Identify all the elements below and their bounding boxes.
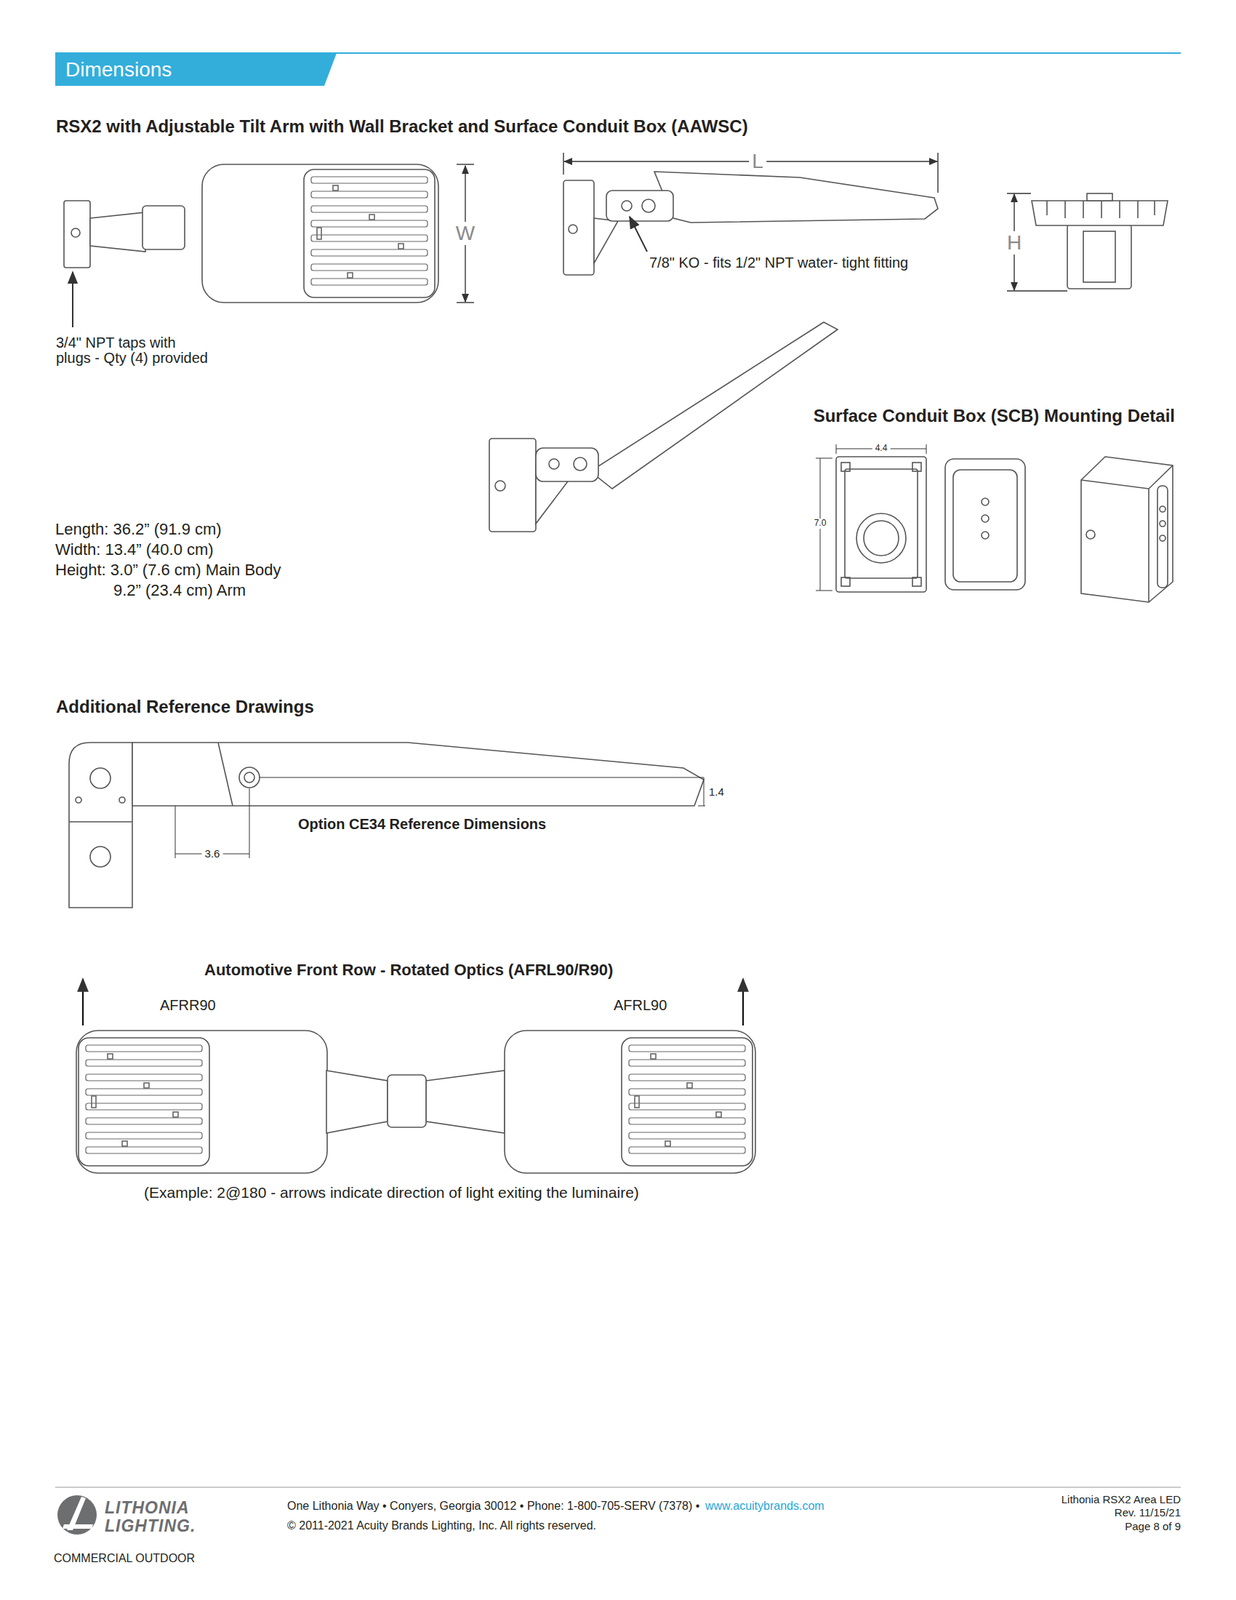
optic-label: AFRR90 <box>159 996 216 1014</box>
dimension-value: 4.4 <box>872 443 891 454</box>
optic-label: AFRL90 <box>613 996 667 1014</box>
view-heading: Automotive Front Row - Rotated Optics (A… <box>204 960 613 979</box>
dimension-letter: L <box>748 149 767 174</box>
footer-url: www.acuitybrands.com <box>705 1499 825 1513</box>
footer-doc: Lithonia RSX2 Area LED <box>1061 1492 1181 1506</box>
footer-doc: Page 8 of 9 <box>1124 1519 1181 1532</box>
spec-line: Height: 3.0” (7.6 cm) Main Body <box>55 560 282 579</box>
view-heading: Surface Conduit Box (SCB) Mounting Detai… <box>813 405 1175 427</box>
dimension-letter: W <box>452 221 478 246</box>
view-heading: RSX2 with Adjustable Tilt Arm with Wall … <box>55 116 749 137</box>
dimension-value: 1.4 <box>708 785 725 798</box>
dimension-value: 3.6 <box>202 847 224 860</box>
view-caption: (Example: 2@180 - arrows indicate direct… <box>143 1183 640 1202</box>
spec-line: 9.2” (23.4 cm) Arm <box>113 580 246 600</box>
footer-doc: Rev. 11/15/21 <box>1114 1505 1181 1519</box>
spec-line: Length: 36.2” (91.9 cm) <box>55 519 222 539</box>
brand-name: LITHONIA <box>104 1497 190 1517</box>
view-heading: Additional Reference Drawings <box>55 696 315 717</box>
dimension-value: 7.0 <box>811 518 830 529</box>
dimension-letter: H <box>1004 231 1025 255</box>
callout-note: 3/4" NPT taps with plugs - Qty (4) provi… <box>55 335 213 366</box>
brand-tagline: COMMERCIAL OUTDOOR <box>53 1551 195 1565</box>
brand-name: LIGHTING. <box>104 1515 196 1535</box>
section-header: Dimensions <box>65 58 172 82</box>
callout-note: 7/8" KO - fits 1/2" NPT water- tight fit… <box>649 254 909 272</box>
spec-line: Width: 13.4” (40.0 cm) <box>55 540 214 559</box>
footer-address: One Lithonia Way • Conyers, Georgia 3001… <box>287 1499 700 1513</box>
footer-copyright: © 2011-2021 Acuity Brands Lighting, Inc.… <box>287 1518 597 1532</box>
view-caption: Option CE34 Reference Dimensions <box>298 815 547 833</box>
